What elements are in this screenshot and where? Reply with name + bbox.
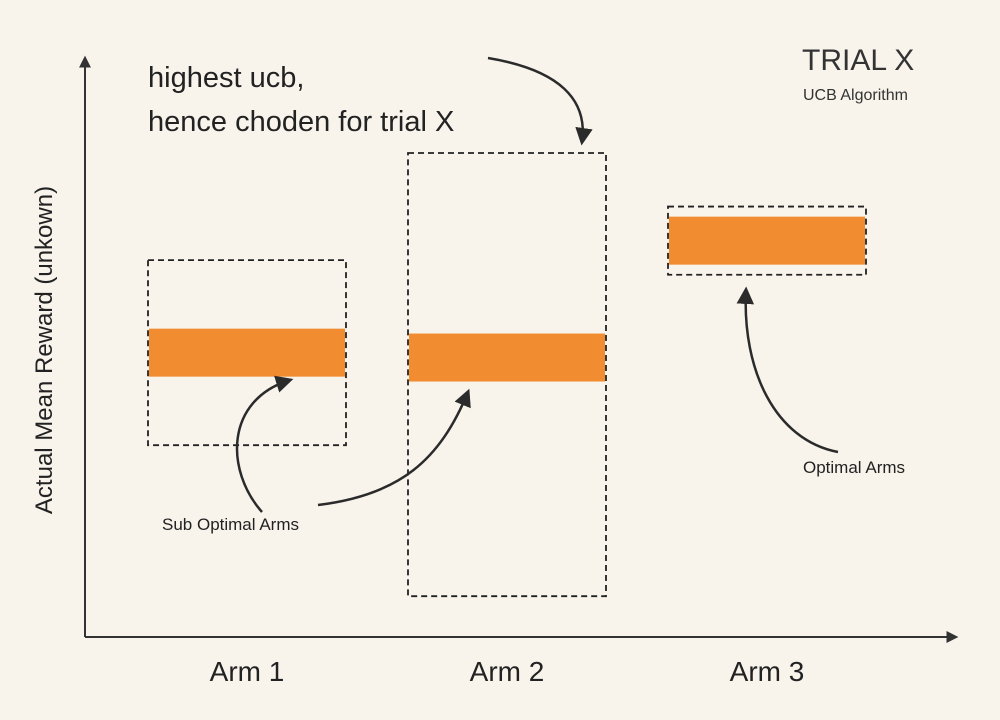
diagram-title: TRIAL X (802, 44, 915, 77)
x-tick-arm-2: Arm 2 (469, 656, 545, 687)
y-axis-label: Actual Mean Reward (unkown) (31, 185, 58, 515)
optimal-arrow-arm3 (736, 286, 839, 454)
ucb-interval-arm-1 (147, 259, 347, 447)
sub-optimal-arrow-arm2 (317, 388, 471, 507)
mean-reward-bar-arm-1 (149, 328, 345, 377)
arms-layer (147, 152, 867, 598)
sub-optimal-label: Sub Optimal Arms (162, 515, 299, 534)
mean-reward-bar-arm-2 (409, 333, 605, 382)
callout-line-1: highest ucb, (148, 62, 305, 94)
x-tick-arm-3: Arm 3 (729, 656, 805, 687)
optimal-label: Optimal Arms (803, 458, 906, 477)
diagram-subtitle: UCB Algorithm (803, 87, 908, 104)
callout-line-2: hence choden for trial X (148, 106, 455, 138)
x-tick-arm-1: Arm 1 (209, 656, 285, 687)
ucb-interval-arm-3 (667, 205, 867, 276)
mean-reward-bar-arm-3 (669, 216, 865, 265)
ucb-interval-arm-2 (407, 152, 607, 598)
sub-optimal-arrow-arm1 (235, 375, 294, 513)
callout-text: highest ucb, hence choden for trial X (148, 56, 454, 144)
callout-arrow (487, 56, 593, 146)
